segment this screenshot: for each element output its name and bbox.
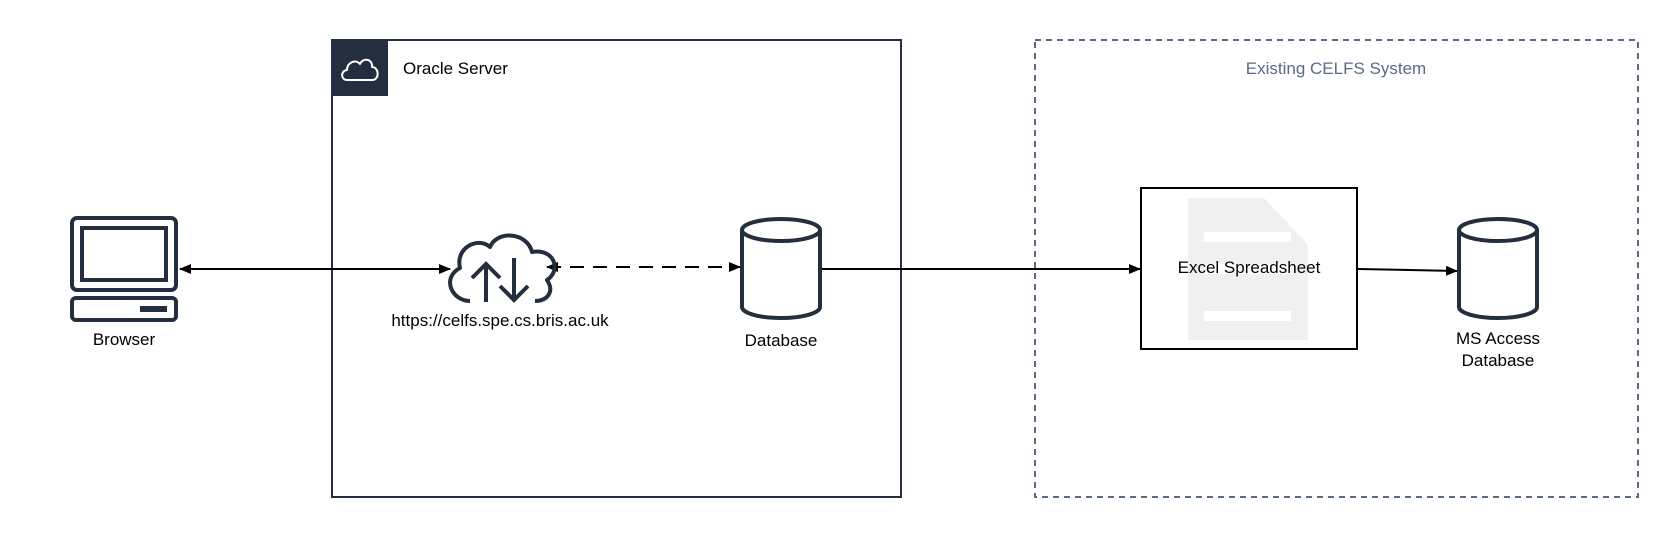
existing-celfs-title: Existing CELFS System — [1246, 59, 1426, 78]
existing-celfs-border — [1034, 39, 1639, 498]
connections — [179, 262, 1458, 276]
connection-excel-msaccess — [1357, 265, 1458, 276]
oracle-server-icon-badge — [332, 40, 388, 96]
cloud-icon — [341, 58, 379, 81]
database-label: Database — [745, 331, 818, 350]
ms-access-node: MS Access Database — [1456, 217, 1540, 370]
browser-label: Browser — [93, 330, 156, 349]
database-node: Database — [740, 217, 822, 350]
database-cylinder-icon — [1457, 217, 1539, 320]
database-cylinder-icon — [740, 217, 822, 320]
document-icon — [1188, 198, 1308, 340]
ms-access-label-line1: MS Access — [1456, 329, 1540, 348]
oracle-server-group: Oracle Server — [331, 39, 902, 498]
oracle-server-title: Oracle Server — [403, 59, 508, 78]
excel-node: Excel Spreadsheet — [1140, 187, 1358, 350]
ms-access-label-line2: Database — [1462, 351, 1535, 370]
web-server-node: https://celfs.spe.cs.bris.ac.uk — [391, 233, 609, 330]
cloud-upload-download-icon — [448, 233, 557, 303]
desktop-computer-icon — [70, 216, 178, 322]
browser-node: Browser — [70, 216, 178, 349]
existing-celfs-group: Existing CELFS System — [1034, 39, 1639, 498]
excel-label: Excel Spreadsheet — [1178, 258, 1321, 277]
web-server-label: https://celfs.spe.cs.bris.ac.uk — [391, 311, 609, 330]
